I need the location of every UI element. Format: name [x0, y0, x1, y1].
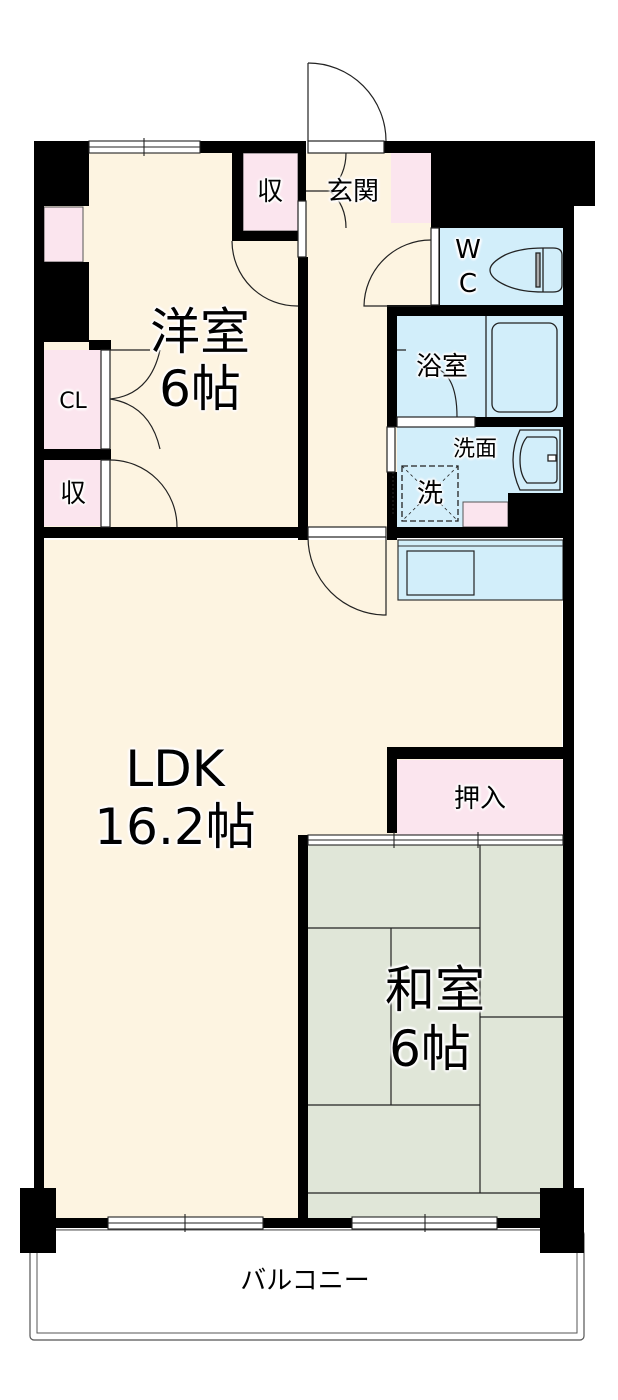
- entrance-label: 玄関: [326, 177, 379, 207]
- closet-label: CL: [59, 389, 87, 414]
- western-room-name: 洋室: [150, 303, 250, 361]
- windows: [88, 138, 564, 1232]
- wc-label-c: C: [458, 269, 478, 299]
- wc-label-w: W: [455, 235, 481, 265]
- oshiire-label: 押入: [453, 784, 506, 814]
- tatami-lines: [308, 843, 563, 1194]
- storage-lower-label: 収: [59, 479, 86, 509]
- ldk-name: LDK: [125, 740, 225, 798]
- washer-label: 洗: [416, 479, 443, 509]
- western-room-size: 6帖: [159, 360, 241, 418]
- washroom-label: 洗面: [452, 437, 497, 462]
- walls: [20, 141, 595, 1253]
- ldk-size: 16.2帖: [94, 798, 256, 856]
- storage-upper-label: 収: [256, 177, 283, 207]
- balcony-label: バルコニー: [240, 1266, 370, 1296]
- bath-label: 浴室: [415, 352, 468, 382]
- doors: [100, 62, 476, 616]
- japanese-room-name: 和室: [385, 961, 485, 1019]
- balcony-area: [29, 1229, 585, 1341]
- japanese-room-size: 6帖: [389, 1020, 471, 1078]
- fixtures: [401, 247, 563, 522]
